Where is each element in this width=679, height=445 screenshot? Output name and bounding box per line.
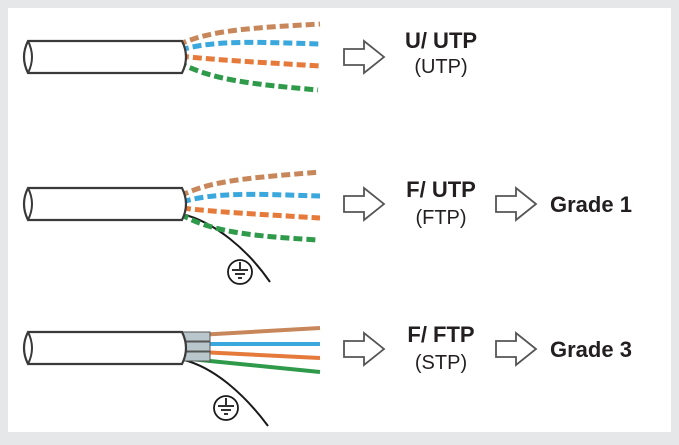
type-label-fftp: F/ FTP	[407, 322, 475, 347]
twisted-pairs	[178, 169, 321, 243]
cable-end	[27, 40, 33, 74]
alias-label-fftp: (STP)	[414, 352, 468, 374]
cable-end	[27, 187, 33, 221]
hollow-right-arrow-icon	[343, 39, 386, 75]
cable-uutp	[22, 21, 321, 93]
type-label-uutp: U/ UTP	[404, 28, 478, 53]
hollow-right-arrow-icon	[343, 186, 386, 222]
twisted-pairs	[176, 21, 321, 93]
drain-wire	[181, 213, 271, 283]
hollow-right-arrow-icon	[495, 186, 538, 222]
cable-jacket	[22, 39, 188, 75]
foiled-pairs	[179, 326, 321, 374]
drain-wire	[183, 359, 269, 427]
ground-symbol-icon	[227, 259, 253, 285]
grade-label-futp: Grade 1	[550, 192, 632, 217]
alias-label-futp: (FTP)	[415, 207, 467, 229]
cable-jacket	[22, 186, 188, 222]
cable-jacket	[22, 330, 188, 366]
ground-symbol-icon	[213, 395, 239, 421]
alias-label-uutp: (UTP)	[414, 56, 468, 78]
cable-end	[27, 331, 33, 365]
hollow-right-arrow-icon	[343, 331, 386, 367]
grade-label-fftp: Grade 3	[550, 337, 632, 362]
hollow-right-arrow-icon	[495, 331, 538, 367]
type-label-futp: F/ UTP	[406, 177, 476, 202]
cable-futp	[22, 169, 321, 285]
cable-fftp	[22, 326, 321, 427]
